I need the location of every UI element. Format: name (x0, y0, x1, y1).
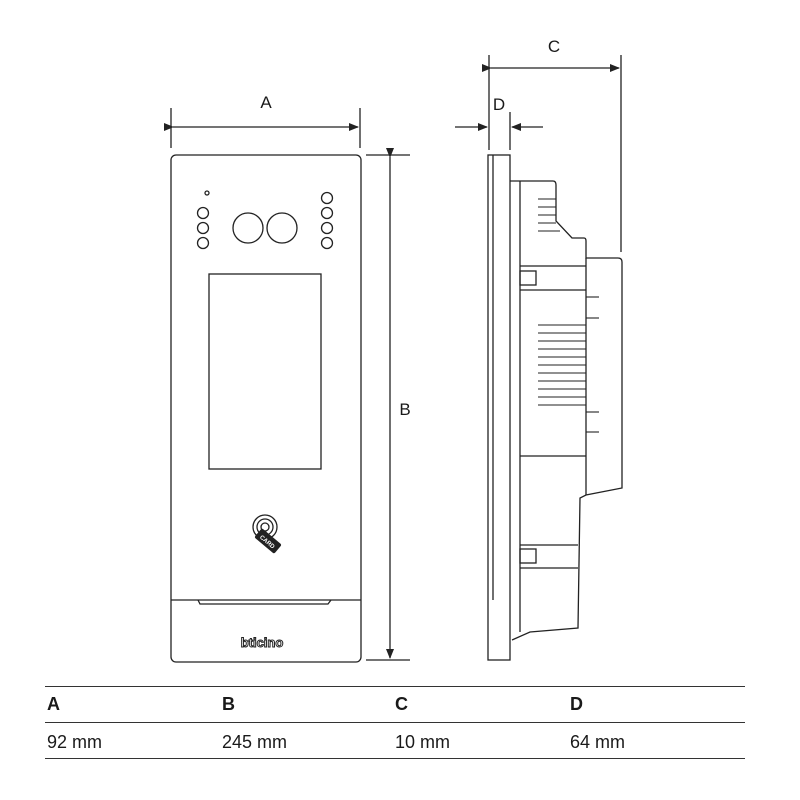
table-rule (45, 686, 745, 687)
label-d: D (493, 95, 505, 114)
value-a: 92 mm (47, 732, 103, 752)
dimension-c (482, 55, 622, 252)
bticino-logo: bticino (241, 635, 284, 650)
dimension-a (164, 108, 361, 148)
table-rule (45, 722, 745, 723)
front-view (170, 154, 362, 663)
dimension-b (366, 148, 410, 661)
label-b: B (399, 400, 410, 419)
camera-icon (232, 212, 264, 244)
header-d: D (570, 694, 583, 714)
value-b: 245 mm (222, 732, 288, 752)
side-view (487, 154, 623, 661)
header-c: C (395, 694, 408, 714)
header-a: A (47, 694, 60, 714)
value-d: 64 mm (570, 732, 626, 752)
value-c: 10 mm (395, 732, 451, 752)
dimension-d (455, 112, 543, 150)
header-b: B (222, 694, 235, 714)
table-rule (45, 758, 745, 759)
label-a: A (260, 93, 272, 112)
label-c: C (548, 37, 560, 56)
display-screen (208, 273, 322, 470)
